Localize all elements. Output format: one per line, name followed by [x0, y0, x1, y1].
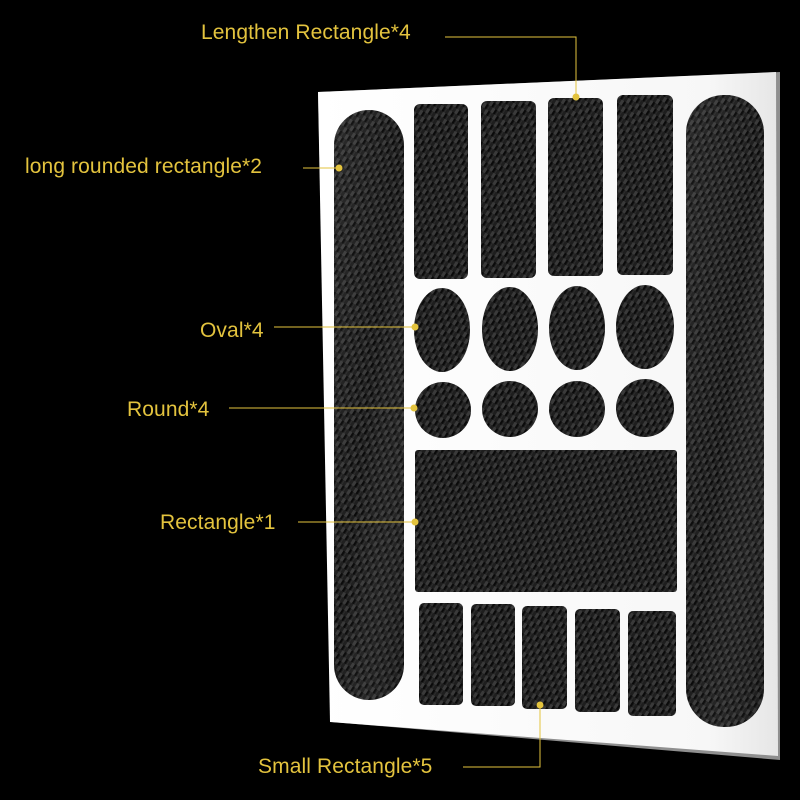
small-rectangle-sticker: [522, 606, 567, 709]
oval-sticker: [482, 287, 538, 371]
callout-label-long-rounded-rectangle: long rounded rectangle*2: [25, 155, 263, 178]
long-rounded-rectangle-sticker: [686, 95, 764, 727]
small-rectangle-sticker: [575, 609, 620, 712]
callout-label-small-rectangle: Small Rectangle*5: [258, 755, 433, 778]
oval-sticker: [414, 288, 470, 372]
long-rounded-rectangle-sticker: [334, 110, 404, 700]
rectangle-sticker: [415, 450, 677, 592]
small-rectangle-sticker: [628, 611, 676, 716]
callout-label-round: Round*4: [127, 398, 210, 421]
callout-label-lengthen-rectangle: Lengthen Rectangle*4: [201, 21, 411, 44]
round-sticker: [549, 381, 605, 437]
callout-dot: [411, 323, 419, 331]
round-sticker: [415, 382, 471, 438]
oval-sticker: [549, 286, 605, 370]
callout-dot: [411, 518, 419, 526]
lengthen-rectangle-stickers: [414, 95, 673, 279]
lengthen-rectangle-sticker: [481, 101, 536, 278]
callout-label-oval: Oval*4: [200, 319, 264, 342]
round-sticker: [482, 381, 538, 437]
callout-dot: [536, 701, 544, 709]
small-rectangle-stickers: [419, 603, 676, 716]
small-rectangle-sticker: [471, 604, 515, 706]
small-rectangle-sticker: [419, 603, 463, 705]
round-stickers: [415, 379, 674, 438]
long-rounded-rectangle-stickers: [334, 95, 764, 727]
callout-dots: [335, 93, 580, 709]
callout-leaders: [229, 36, 577, 768]
lengthen-rectangle-sticker: [548, 98, 603, 276]
round-sticker: [616, 379, 674, 437]
callout-leader-small-rectangle: [463, 705, 541, 768]
oval-stickers: [414, 285, 674, 372]
lengthen-rectangle-sticker: [414, 104, 468, 279]
callout-dot: [410, 404, 418, 412]
callout-dot: [335, 164, 343, 172]
lengthen-rectangle-sticker: [617, 95, 673, 275]
callout-label-rectangle: Rectangle*1: [160, 511, 276, 534]
oval-sticker: [616, 285, 674, 369]
callout-dot: [572, 93, 580, 101]
callout-leader-lengthen-rectangle: [445, 36, 577, 97]
